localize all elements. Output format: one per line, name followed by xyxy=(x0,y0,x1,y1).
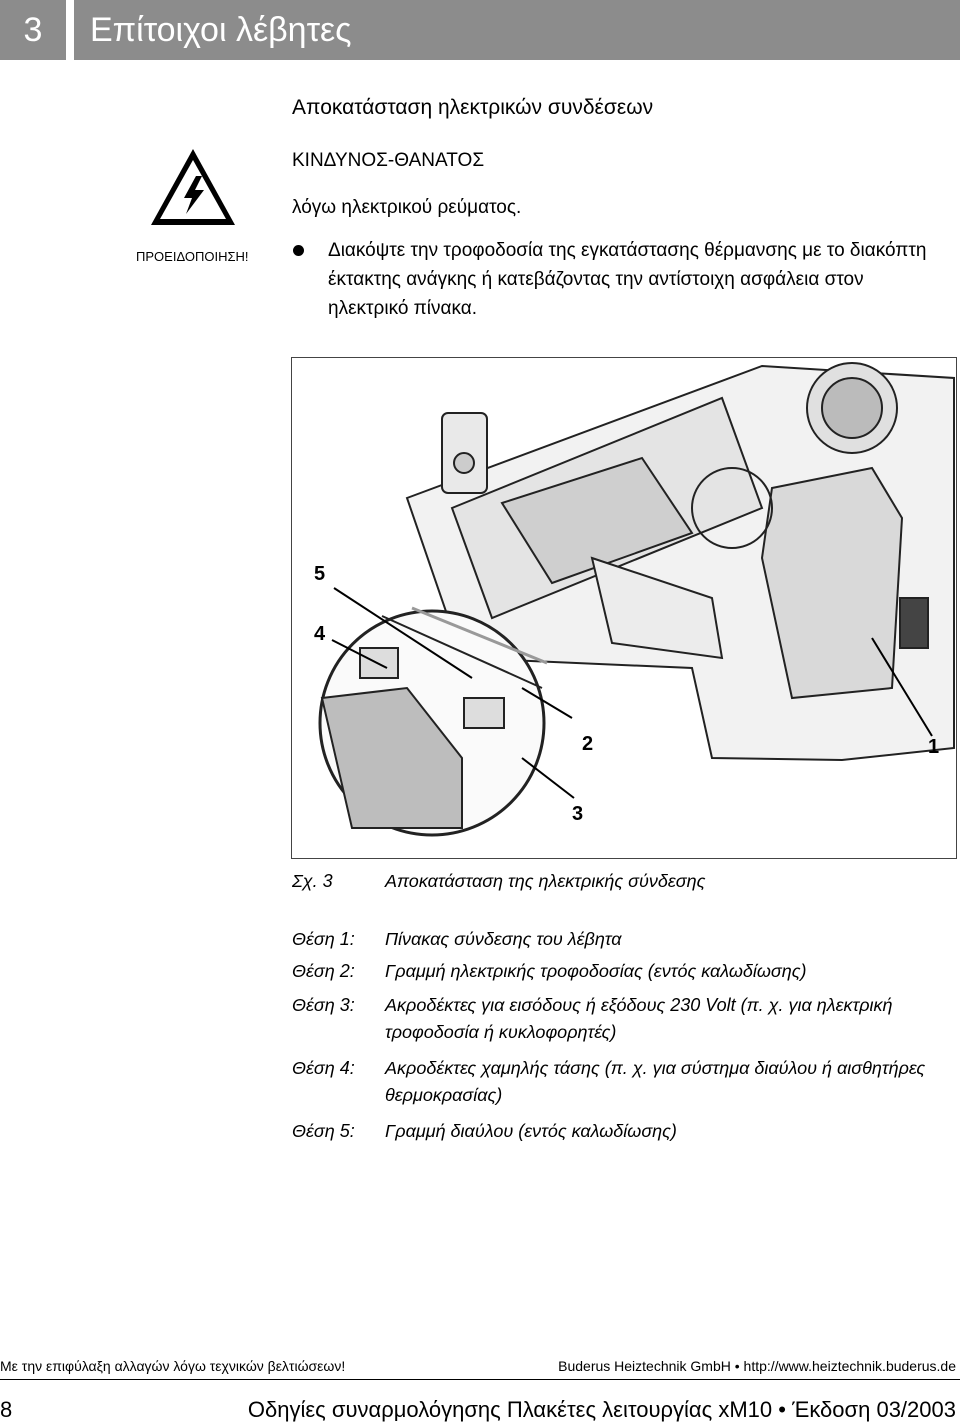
legend-value: Πίνακας σύνδεσης του λέβητα xyxy=(385,929,622,949)
legend-value: Ακροδέκτες χαμηλής τάσης (π. χ. για σύστ… xyxy=(385,1058,926,1105)
boiler-connection-illustration: 5 4 2 1 3 xyxy=(314,362,955,837)
bullet-icon xyxy=(293,245,304,256)
legend-key: Θέση 3: xyxy=(292,995,355,1015)
footer-divider xyxy=(0,1379,960,1380)
legend-key: Θέση 2: xyxy=(292,961,355,981)
callout-1: 1 xyxy=(928,736,939,758)
callout-5: 5 xyxy=(314,563,325,585)
footer-notice: Με την επιφύλαξη αλλαγών λόγω τεχνικών β… xyxy=(0,1358,346,1374)
high-voltage-warning-icon xyxy=(151,149,235,225)
legend-value: Ακροδέκτες για εισόδους ή εξόδους 230 Vo… xyxy=(385,995,893,1042)
callout-2: 2 xyxy=(582,733,593,755)
legend-value: Γραμμή διαύλου (εντός καλωδίωσης) xyxy=(385,1121,677,1141)
chapter-number: 3 xyxy=(0,0,66,60)
danger-text: λόγω ηλεκτρικού ρεύματος. xyxy=(292,197,522,218)
legend-key: Θέση 4: xyxy=(292,1058,355,1078)
figure-caption: Αποκατάσταση της ηλεκτρικής σύνδεσης xyxy=(385,871,706,891)
section-title: Αποκατάσταση ηλεκτρικών συνδέσεων xyxy=(292,96,654,119)
page-number: 8 xyxy=(0,1397,13,1422)
footer-company: Buderus Heiztechnik GmbH • http://www.he… xyxy=(558,1358,956,1374)
figure-number: Σχ. 3 xyxy=(292,871,333,891)
warning-label: ΠΡΟΕΙΔΟΠΟΙΗΣΗ! xyxy=(136,249,249,264)
legend-value: Γραμμή ηλεκτρικής τροφοδοσίας (εντός καλ… xyxy=(385,961,807,981)
callout-3: 3 xyxy=(572,803,583,825)
chapter-title: Επίτοιχοι λέβητες xyxy=(74,0,960,60)
callout-4: 4 xyxy=(314,623,326,645)
legend-key: Θέση 5: xyxy=(292,1121,355,1141)
document-title: Οδηγίες συναρμολόγησης Πλακέτες λειτουργ… xyxy=(247,1397,956,1422)
danger-title: ΚΙΝΔΥΝΟΣ-ΘΑΝΑΤΟΣ xyxy=(292,150,485,171)
instruction-text: Διακόψτε την τροφοδοσία της εγκατάστασης… xyxy=(328,240,927,319)
connection-figure: 5 4 2 1 3 xyxy=(291,357,957,859)
legend-key: Θέση 1: xyxy=(292,929,355,949)
